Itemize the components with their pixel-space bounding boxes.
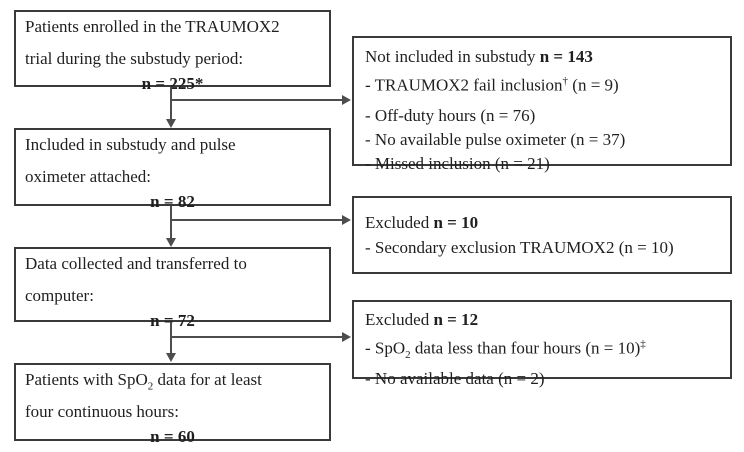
flow-box-enrolled: Patients enrolled in the TRAUMOX2 trial … bbox=[14, 10, 331, 93]
double-dagger-footnote-mark: ‡ bbox=[640, 338, 646, 350]
connector-branch-1 bbox=[170, 99, 342, 101]
arrowhead-right-1-icon bbox=[342, 95, 351, 105]
text-line: Patients enrolled in the TRAUMOX2 bbox=[25, 14, 320, 46]
text-segment: - No available pulse oximeter (n = 37) bbox=[365, 130, 626, 150]
exclusion-item: - No available pulse oximeter (n = 37) bbox=[365, 128, 719, 152]
count-label: n = 225* bbox=[141, 74, 204, 94]
text-segment: - No available data (n = 2) bbox=[365, 369, 545, 389]
text-segment: - Missed inclusion (n = 21) bbox=[365, 154, 550, 174]
text-segment: Not included in substudy bbox=[365, 47, 540, 66]
text-segment: - Off-duty hours (n = 76) bbox=[365, 106, 536, 126]
text-segment: Patients enrolled in the TRAUMOX2 bbox=[25, 17, 280, 36]
text-segment: - Secondary exclusion TRAUMOX2 (n = 10) bbox=[365, 238, 674, 257]
exclusion-header: Not included in substudy n = 143 bbox=[365, 45, 719, 69]
text-segment: Patients with SpO bbox=[25, 370, 148, 389]
connector-down-2 bbox=[170, 206, 172, 238]
exclusion-item: - TRAUMOX2 fail inclusion† (n = 9) bbox=[365, 69, 719, 104]
exclusion-item: - No available data (n = 2) bbox=[365, 367, 719, 391]
text-line: Data collected and transferred to bbox=[25, 251, 320, 283]
text-segment: data less than four hours (n = 10) bbox=[410, 338, 641, 358]
arrowhead-down-2-icon bbox=[166, 238, 176, 247]
text-segment: - SpO bbox=[365, 338, 406, 358]
exclusion-header: Excluded n = 10 bbox=[365, 210, 719, 235]
arrowhead-down-1-icon bbox=[166, 119, 176, 128]
flow-box-text: Included in substudy and pulse oximeter … bbox=[25, 132, 320, 189]
text-segment: Excluded bbox=[365, 213, 434, 232]
text-line: Included in substudy and pulse bbox=[25, 132, 320, 164]
text-line: computer: bbox=[25, 286, 94, 306]
subscript-segment: 2 bbox=[405, 349, 411, 362]
text-line: Patients with SpO2 data for at least bbox=[25, 367, 320, 399]
text-line: four continuous hours: bbox=[25, 402, 179, 422]
text-line: oximeter attached: bbox=[25, 167, 152, 187]
exclusion-header: Excluded n = 12 bbox=[365, 308, 719, 332]
subscript-segment: 2 bbox=[147, 380, 154, 393]
count-segment: n = 143 bbox=[539, 47, 593, 66]
flow-box-text: Patients enrolled in the TRAUMOX2 trial … bbox=[25, 14, 320, 71]
text-segment: Included in substudy and pulse bbox=[25, 135, 236, 154]
exclusion-box-excluded-12: Excluded n = 12 - SpO2 data less than fo… bbox=[352, 300, 732, 388]
count-segment: n = 12 bbox=[433, 310, 479, 329]
flow-box-text: Patients with SpO2 data for at least fou… bbox=[25, 367, 320, 424]
count-label: n = 82 bbox=[150, 192, 195, 212]
arrowhead-right-2-icon bbox=[342, 215, 351, 225]
text-segment: - TRAUMOX2 fail inclusion bbox=[365, 75, 563, 95]
exclusion-item: - Secondary exclusion TRAUMOX2 (n = 10) bbox=[365, 235, 719, 260]
exclusion-box-not-included: Not included in substudy n = 143 - TRAUM… bbox=[352, 36, 732, 173]
connector-branch-3 bbox=[170, 336, 342, 338]
text-line: trial during the substudy period: bbox=[25, 49, 244, 69]
flow-box-included: Included in substudy and pulse oximeter … bbox=[14, 128, 331, 211]
count-label: n = 60 bbox=[150, 427, 195, 447]
text-segment: data for at least bbox=[153, 370, 262, 389]
flow-box-data-collected: Data collected and transferred to comput… bbox=[14, 247, 331, 330]
connector-down-1 bbox=[170, 87, 172, 119]
flow-box-spo2-four-hours: Patients with SpO2 data for at least fou… bbox=[14, 363, 331, 446]
arrowhead-right-3-icon bbox=[342, 332, 351, 342]
exclusion-item: - Off-duty hours (n = 76) bbox=[365, 104, 719, 128]
text-segment: Data collected and transferred to bbox=[25, 254, 247, 273]
connector-branch-2 bbox=[170, 219, 342, 221]
count-label: n = 72 bbox=[150, 311, 195, 331]
text-segment: Excluded bbox=[365, 310, 434, 329]
exclusion-item: - Missed inclusion (n = 21) bbox=[365, 152, 719, 176]
flow-box-text: Data collected and transferred to comput… bbox=[25, 251, 320, 308]
count-segment: n = 10 bbox=[433, 213, 479, 232]
text-segment: (n = 9) bbox=[568, 75, 619, 95]
exclusion-box-excluded-10: Excluded n = 10 - Secondary exclusion TR… bbox=[352, 196, 732, 274]
arrowhead-down-3-icon bbox=[166, 353, 176, 362]
dagger-footnote-mark: † bbox=[562, 75, 569, 87]
exclusion-item: - SpO2 data less than four hours (n = 10… bbox=[365, 332, 719, 367]
